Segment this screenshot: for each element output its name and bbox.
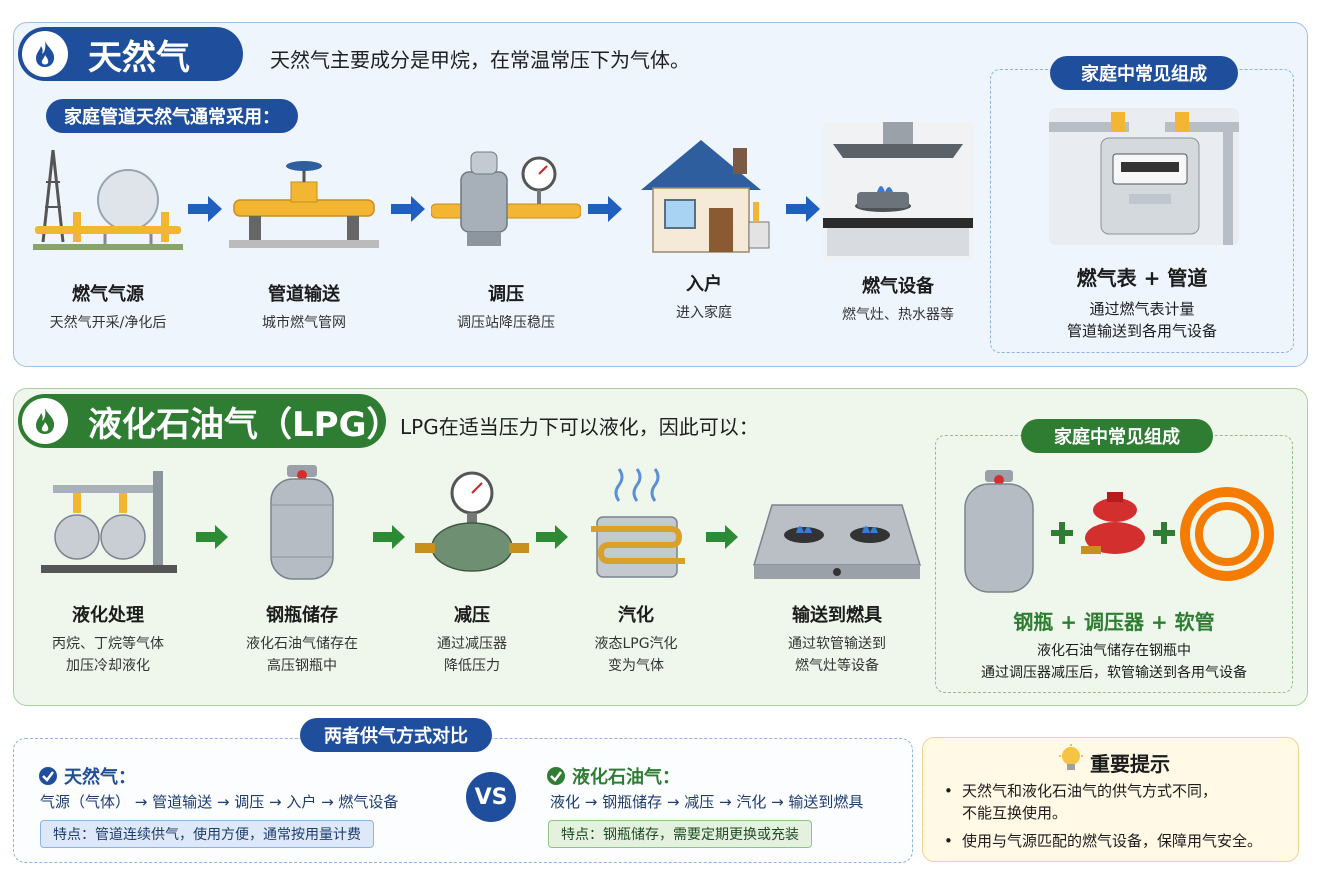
tip-item-2-text: 使用与气源匹配的燃气设备，保障用气安全。 (962, 832, 1263, 850)
lpg-stove-illustration (752, 504, 922, 579)
hose-component (1180, 487, 1274, 581)
lpg-lead: LPG在适当压力下可以液化，因此可以： (400, 415, 759, 439)
tip-item-1-line-2: 不能互换使用。 (962, 804, 1068, 822)
natural-gas-subtitle: 家庭管道天然气通常采用： (46, 99, 298, 133)
right-arrow-icon (196, 525, 228, 549)
lpg-step-desc-1: 通过软管输送到 (788, 636, 886, 652)
ng-step-desc: 调压站降压稳压 (457, 315, 555, 331)
lpg-home-pill: 家庭中常见组成 (1021, 419, 1213, 453)
lpg-step-desc-2: 高压钢瓶中 (267, 658, 337, 674)
gas-meter-illustration (1049, 108, 1239, 245)
ng-home-desc-2: 管道输送到各用气设备 (1066, 322, 1217, 340)
lpg-step-desc-1: 液化石油气储存在 (246, 636, 358, 652)
natural-gas-title: 天然气 (88, 37, 190, 78)
ng-step-equipment: 燃气设备 燃气灶、热水器等 (808, 122, 988, 326)
lpg-step-reduce: 减压 通过减压器 降低压力 (382, 465, 562, 677)
house-illustration (641, 140, 770, 253)
right-arrow-icon (188, 196, 222, 222)
right-arrow-icon (786, 196, 820, 222)
cmp-lpg-header: 液化石油气： (546, 763, 680, 789)
cmp-ng-feature: 特点：管道连续供气，使用方便，通常按用量计费 (40, 820, 374, 848)
lpg-step-title: 液化处理 (72, 605, 144, 626)
ng-step-regulate: 调压 调压站降压稳压 (416, 142, 596, 334)
flame-icon (22, 31, 68, 77)
lpg-step-desc-2: 加压冷却液化 (66, 658, 150, 674)
lpg-step-vaporize: 汽化 液态LPG汽化 变为气体 (546, 465, 726, 677)
plus-icon (1051, 522, 1073, 544)
gas-source-illustration (33, 149, 183, 250)
lpg-step-deliver: 输送到燃具 通过软管输送到 燃气灶等设备 (742, 465, 932, 677)
ng-step-pipeline: 管道输送 城市燃气管网 (214, 142, 394, 334)
ng-step-gas-source: 燃气气源 天然气开采/净化后 (18, 142, 198, 334)
check-circle-icon (547, 767, 565, 785)
lpg-step-title: 输送到燃具 (792, 605, 882, 626)
ng-home-desc-1: 通过燃气表计量 (1089, 300, 1195, 318)
plus-icon (1153, 522, 1175, 544)
natural-gas-title-pill: 天然气 (18, 27, 243, 81)
ng-step-title: 调压 (488, 284, 524, 305)
ng-step-desc: 进入家庭 (676, 305, 732, 321)
lpg-home-components-illustration (964, 470, 1274, 593)
lpg-title: 液化石油气（LPG） (88, 404, 401, 445)
lpg-step-title: 减压 (454, 605, 490, 626)
regulator-component (1081, 492, 1145, 554)
lpg-step-desc-2: 燃气灶等设备 (795, 658, 879, 674)
lpg-step-cylinder: 钢瓶储存 液化石油气储存在 高压钢瓶中 (212, 465, 392, 677)
pressure-reducer-illustration (415, 471, 529, 572)
cmp-ng-flow: 气源（气体） → 管道输送 → 调压 → 入户 → 燃气设备 (40, 793, 399, 811)
vs-badge: VS (466, 772, 516, 822)
ng-step-desc: 燃气灶、热水器等 (842, 307, 954, 323)
right-arrow-icon (536, 525, 568, 549)
comparison-title: 两者供气方式对比 (300, 718, 492, 752)
lpg-home-combo: 钢瓶 + 调压器 + 软管 (1013, 610, 1215, 634)
lpg-step-desc-1: 丙烷、丁烷等气体 (52, 636, 164, 652)
flame-icon (22, 398, 68, 444)
ng-step-desc: 城市燃气管网 (262, 315, 346, 331)
ng-step-desc: 天然气开采/净化后 (49, 315, 167, 331)
vaporizer-illustration (591, 468, 685, 578)
ng-step-title: 燃气气源 (72, 284, 144, 305)
ng-step-title: 入户 (686, 274, 722, 295)
right-arrow-icon (588, 196, 622, 222)
lpg-title-pill: 液化石油气（LPG） (18, 394, 401, 448)
right-arrow-icon (373, 525, 405, 549)
pressure-regulator-illustration (430, 151, 582, 246)
lightbulb-icon (1059, 744, 1083, 770)
right-arrow-icon (391, 196, 425, 222)
tip-item-1: 天然气和液化石油气的供气方式不同， 不能互换使用。 (944, 780, 1218, 824)
ng-step-house: 入户 进入家庭 (614, 132, 794, 324)
right-arrow-icon (706, 525, 738, 549)
lpg-step-desc-2: 降低压力 (444, 658, 500, 674)
ng-step-title: 燃气设备 (862, 276, 934, 297)
liquefaction-plant-illustration (41, 471, 177, 573)
cmp-ng-label: 天然气： (64, 767, 136, 788)
lpg-step-liquefy: 液化处理 丙烷、丁烷等气体 加压冷却液化 (18, 465, 198, 677)
gas-stove-illustration (823, 122, 973, 260)
ng-home-combo: 燃气表 + 管道 (1076, 266, 1208, 290)
lpg-home-desc-2: 通过调压器减压后，软管输送到各用气设备 (981, 665, 1247, 681)
tip-item-2: 使用与气源匹配的燃气设备，保障用气安全。 (944, 830, 1263, 852)
cmp-ng-header: 天然气： (38, 763, 136, 789)
lpg-step-desc-2: 变为气体 (608, 658, 664, 674)
cylinder-component (964, 470, 1034, 593)
lpg-step-title: 钢瓶储存 (266, 605, 338, 626)
lpg-step-desc-1: 液态LPG汽化 (594, 636, 678, 652)
tip-item-1-line-1: 天然气和液化石油气的供气方式不同， (962, 782, 1218, 800)
check-circle-icon (39, 767, 57, 785)
tips-title: 重要提示 (1090, 752, 1170, 776)
lpg-step-desc-1: 通过减压器 (437, 636, 507, 652)
pipeline-illustration (229, 161, 379, 248)
lpg-cylinder-illustration (270, 465, 334, 580)
lpg-step-title: 汽化 (618, 605, 654, 626)
cmp-lpg-flow: 液化 → 钢瓶储存 → 减压 → 汽化 → 输送到燃具 (550, 793, 864, 811)
cmp-lpg-feature: 特点：钢瓶储存，需要定期更换或充装 (548, 820, 812, 848)
ng-step-title: 管道输送 (268, 284, 340, 305)
lpg-home-desc-1: 液化石油气储存在钢瓶中 (1037, 643, 1191, 659)
ng-home-pill: 家庭中常见组成 (1050, 56, 1238, 90)
cmp-lpg-label: 液化石油气： (572, 767, 680, 788)
natural-gas-lead: 天然气主要成分是甲烷，在常温常压下为气体。 (270, 48, 690, 72)
